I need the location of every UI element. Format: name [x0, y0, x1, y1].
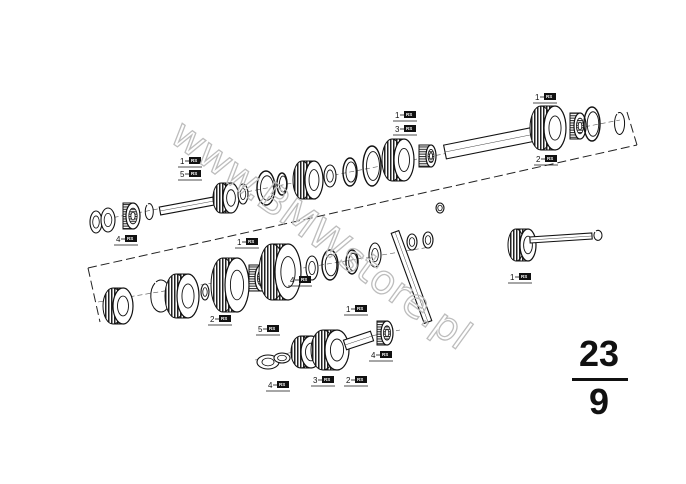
- gear-lower-1: [102, 287, 134, 325]
- callout-c6: 5 RS: [178, 170, 202, 181]
- rs-badge: RS: [357, 306, 363, 311]
- callout-c10: 4 RS: [288, 276, 312, 287]
- rs-badge: RS: [269, 326, 275, 331]
- callout-c16: 3 RS: [311, 376, 335, 387]
- washer-bottom-2: [273, 352, 291, 364]
- callout-number: 5: [180, 170, 185, 179]
- rs-badge: RS: [382, 352, 388, 357]
- callout-c5: 1 RS: [178, 157, 202, 168]
- callout-number: 1: [535, 93, 540, 102]
- main-shaft: [442, 125, 543, 160]
- callout-c13: 5 RS: [256, 325, 280, 336]
- callout-number: 1: [237, 238, 242, 247]
- callout-number: 3: [395, 125, 400, 134]
- circlip-upper-1: [144, 203, 154, 221]
- callout-c17: 2 RS: [344, 376, 368, 387]
- callout-number: 1: [180, 157, 185, 166]
- callout-c3: 1 RS: [393, 111, 417, 122]
- selector-fork-shaft: [390, 229, 433, 325]
- rs-badge: RS: [547, 156, 553, 161]
- ring-lower-2: [345, 249, 359, 275]
- callout-c12: 1 RS: [344, 305, 368, 316]
- gear-upper-3: [381, 138, 415, 182]
- rs-badge: RS: [406, 126, 412, 131]
- washer-upper-5: [435, 202, 445, 214]
- reverse-idler-shaft: [529, 232, 593, 244]
- callout-number: 1: [346, 305, 351, 314]
- page-number-bottom: 9: [588, 381, 610, 422]
- page-number-top: 23: [578, 333, 620, 374]
- callout-number: 2: [536, 155, 541, 164]
- rs-badge: RS: [248, 239, 254, 244]
- rs-badge: RS: [191, 158, 197, 163]
- callout-number: 2: [210, 315, 215, 324]
- rs-badge: RS: [221, 316, 227, 321]
- callout-number: 1: [395, 111, 400, 120]
- reverse-idler-gear: [507, 228, 537, 262]
- callout-number: 3: [313, 376, 318, 385]
- washer-lower-2: [305, 255, 319, 281]
- gear-upper-2: [292, 160, 324, 200]
- parts-group: [89, 105, 626, 371]
- washer-lower-5: [422, 231, 434, 249]
- page-number-rule: [572, 378, 628, 381]
- needle-bearing-upper: [418, 144, 437, 168]
- callout-c4: 2 RS: [534, 155, 558, 166]
- rs-badge: RS: [357, 377, 363, 382]
- bearing-bottom: [376, 320, 394, 346]
- washer-upper-1: [89, 210, 103, 234]
- rs-badge: RS: [521, 274, 527, 279]
- gear-upper-4: [529, 105, 567, 151]
- washer-upper-4: [323, 164, 337, 188]
- callout-number: 4: [290, 276, 295, 285]
- callout-c11: 1 RS: [508, 273, 532, 284]
- callout-number: 5: [258, 325, 263, 334]
- gear-lower-4: [258, 243, 302, 301]
- gear-lower-2: [164, 273, 200, 319]
- callout-c1: 1 RS: [533, 93, 557, 104]
- callout-number: 2: [346, 376, 351, 385]
- ring-upper-1: [256, 170, 276, 206]
- rs-badge: RS: [191, 171, 197, 176]
- rs-badge: RS: [279, 382, 285, 387]
- assembly-frame: [87, 111, 638, 323]
- callout-c7: 4 RS: [114, 235, 138, 246]
- rs-badge: RS: [324, 377, 330, 382]
- callout-c9: 2 RS: [208, 315, 232, 326]
- callout-c8: 1 RS: [235, 238, 259, 249]
- rs-badge: RS: [406, 112, 412, 117]
- circlip-reverse: [593, 229, 603, 241]
- callout-number: 1: [510, 273, 515, 282]
- rs-badge: RS: [301, 277, 307, 282]
- callout-c15: 4 RS: [266, 381, 290, 392]
- washer-lower-3: [368, 242, 382, 268]
- washer-lower-4: [406, 233, 418, 251]
- rs-badge: RS: [127, 236, 133, 241]
- gear-bottom-2: [310, 329, 350, 371]
- circlip-lower-1: [150, 279, 172, 313]
- ring-upper-2: [276, 172, 288, 196]
- ring-upper-4: [362, 145, 382, 187]
- callout-number: 4: [268, 381, 273, 390]
- circlip-upper-2: [614, 111, 626, 135]
- callout-c2: 3 RS: [393, 125, 417, 136]
- washer-upper-3: [237, 183, 249, 205]
- shaft-bottom: [342, 330, 375, 351]
- gear-lower-3: [210, 257, 250, 313]
- washer-lower-1: [200, 283, 210, 301]
- bearing-upper-1: [122, 202, 141, 230]
- ring-lower-1: [321, 249, 339, 281]
- ring-upper-3: [342, 157, 358, 187]
- callout-number: 4: [371, 351, 376, 360]
- washer-upper-2: [100, 207, 116, 233]
- rs-badge: RS: [546, 94, 552, 99]
- callout-c14: 4 RS: [369, 351, 393, 362]
- callout-number: 4: [116, 235, 121, 244]
- ring-upper-5: [583, 106, 601, 142]
